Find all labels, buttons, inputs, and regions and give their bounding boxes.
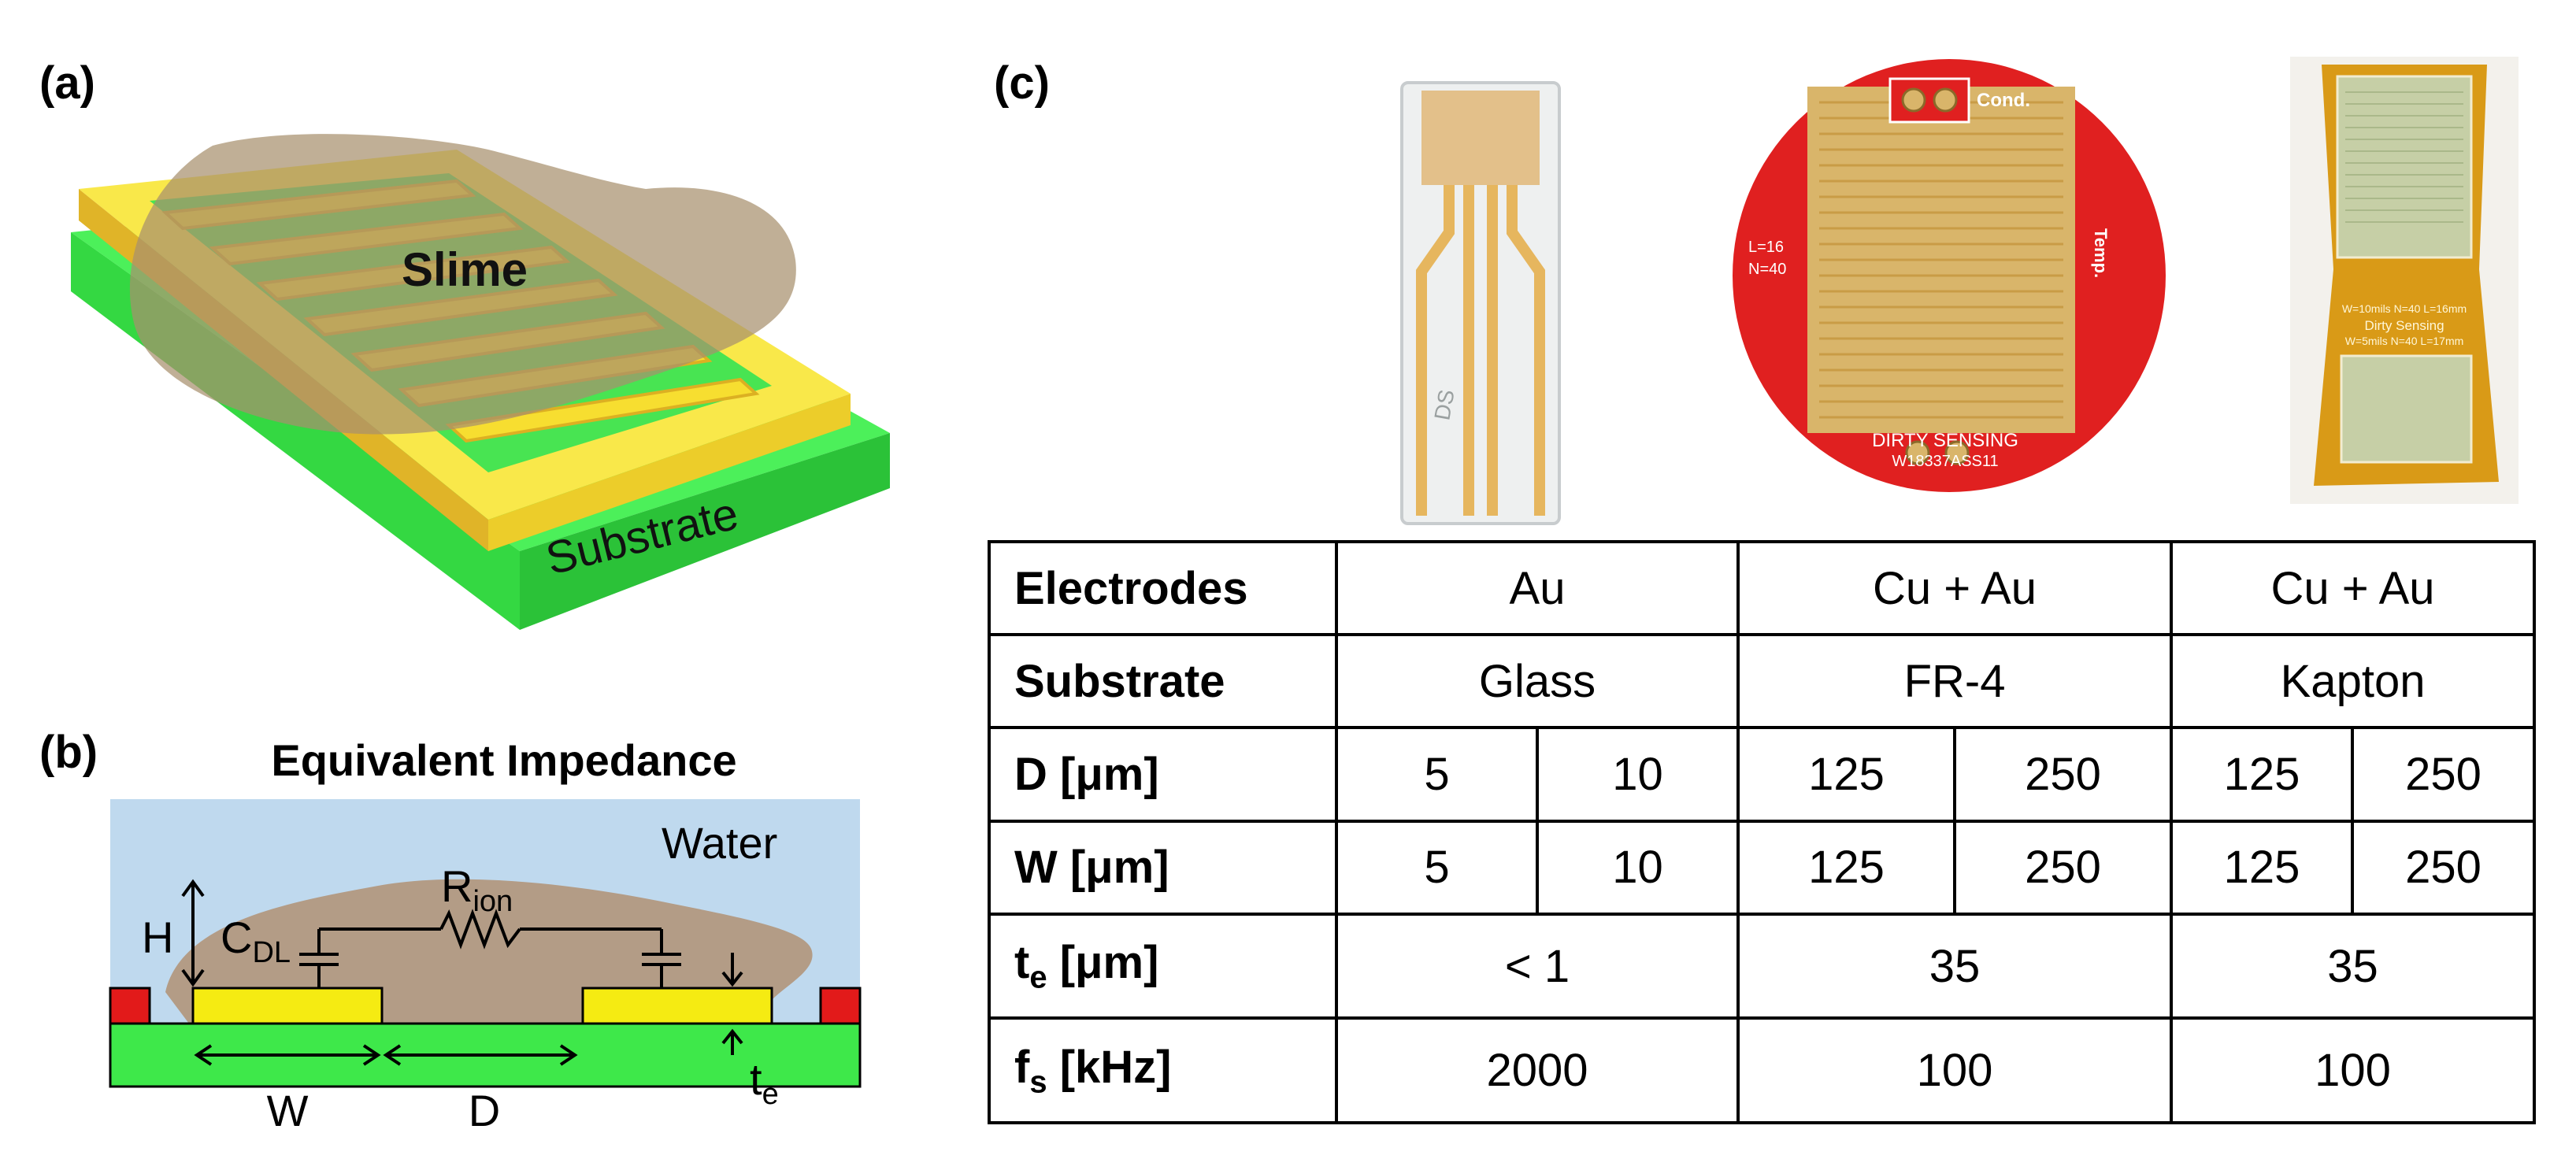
electrode-frame-right-face	[488, 394, 851, 551]
cell-te-glass: < 1	[1334, 912, 1740, 1020]
panel-a-illustration: Slime Substrate	[71, 134, 890, 630]
slime-blob	[129, 134, 796, 435]
w-label: W	[267, 1086, 309, 1134]
right-wall	[819, 987, 862, 1025]
te-label: te	[750, 1054, 779, 1111]
cell-w-2: 10	[1535, 819, 1740, 916]
table-row-electrodes: Electrodes Au Cu + Au Cu + Au	[988, 539, 2537, 637]
cell-d-4: 250	[1953, 726, 2174, 823]
cell-fs-fr4: 100	[1736, 1016, 2174, 1124]
cell-w-3: 125	[1736, 819, 1957, 916]
left-wall	[109, 987, 151, 1025]
row-head-te: te [μm]	[988, 912, 1338, 1020]
right-electrode	[581, 987, 773, 1025]
fr4-sensor-photo: Cond. L=16 N=40 Temp. DIRTY SENSING W183…	[1733, 59, 2166, 492]
glass-sensor-marking: DS	[1429, 387, 1458, 422]
table-row-w: W [μm] 5 10 125 250 125 250	[988, 819, 2537, 916]
cell-w-4: 250	[1953, 819, 2174, 916]
cell-d-2: 10	[1535, 726, 1740, 823]
cell-electrodes-glass: Au	[1334, 539, 1740, 637]
table-row-fs: fs [kHz] 2000 100 100	[988, 1016, 2537, 1124]
kapton-line-3: W=5mils N=40 L=17mm	[2345, 335, 2464, 347]
cell-electrodes-fr4: Cu + Au	[1736, 539, 2174, 637]
panel-b-schematic: Equivalent Impedance Water H CDL Rion	[109, 735, 862, 1134]
cell-te-kapton: 35	[2170, 912, 2537, 1020]
fr4-label-bottom-2: W18337ASS11	[1892, 453, 1998, 470]
cell-electrodes-kapton: Cu + Au	[2170, 539, 2537, 637]
fr4-label-cond: Cond.	[1977, 90, 2030, 111]
kapton-sensor-photo: W=10mils N=40 L=16mm Dirty Sensing W=5mi…	[2290, 57, 2519, 504]
water-label: Water	[662, 818, 777, 868]
fr4-label-bottom-1: DIRTY SENSING	[1872, 430, 2018, 451]
cell-w-6: 250	[2351, 819, 2537, 916]
cell-w-1: 5	[1335, 819, 1539, 916]
fr4-label-n: N=40	[1748, 261, 1786, 278]
cell-fs-kapton: 100	[2170, 1016, 2537, 1124]
left-electrode	[191, 987, 384, 1025]
cell-d-6: 250	[2351, 726, 2537, 823]
table-row-d: D [μm] 5 10 125 250 125 250	[988, 726, 2537, 823]
fr4-label-l: L=16	[1748, 239, 1784, 256]
cdl-label: CDL	[221, 913, 291, 969]
cell-d-3: 125	[1736, 726, 1957, 823]
row-head-electrodes: Electrodes	[988, 539, 1338, 637]
cell-w-5: 125	[2170, 819, 2355, 916]
row-head-fs: fs [kHz]	[988, 1016, 1338, 1124]
panel-a-label: (a)	[39, 57, 95, 109]
row-head-w: W [μm]	[988, 819, 1338, 916]
table-row-substrate: Substrate Glass FR-4 Kapton	[988, 633, 2537, 730]
panel-c-label: (c)	[994, 57, 1050, 109]
cell-d-1: 5	[1335, 726, 1539, 823]
kapton-line-2: Dirty Sensing	[2364, 318, 2444, 333]
row-head-d: D [μm]	[988, 726, 1338, 823]
d-label: D	[469, 1086, 500, 1134]
glass-sensor-photo: DS	[1400, 81, 1561, 525]
fr4-label-temp: Temp.	[2091, 228, 2111, 278]
rion-label: Rion	[441, 861, 513, 918]
cell-substrate-fr4: FR-4	[1736, 633, 2174, 730]
h-label: H	[142, 913, 173, 962]
substrate-right-face	[520, 433, 890, 630]
panel-b-title: Equivalent Impedance	[271, 735, 736, 785]
row-head-substrate: Substrate	[988, 633, 1338, 730]
panel-b-label: (b)	[39, 727, 98, 778]
equivalent-circuit	[299, 909, 681, 988]
sensor-spec-table: Electrodes Au Cu + Au Cu + Au Substrate …	[988, 539, 2537, 1124]
slime-label: Slime	[402, 243, 528, 296]
cell-substrate-kapton: Kapton	[2170, 633, 2537, 730]
table-row-te: te [μm] < 1 35 35	[988, 912, 2537, 1020]
cell-fs-glass: 2000	[1334, 1016, 1740, 1124]
cell-te-fr4: 35	[1736, 912, 2174, 1020]
cell-substrate-glass: Glass	[1334, 633, 1740, 730]
dimension-arrows	[181, 879, 743, 1066]
cell-d-5: 125	[2170, 726, 2355, 823]
kapton-line-1: W=10mils N=40 L=16mm	[2342, 302, 2467, 315]
